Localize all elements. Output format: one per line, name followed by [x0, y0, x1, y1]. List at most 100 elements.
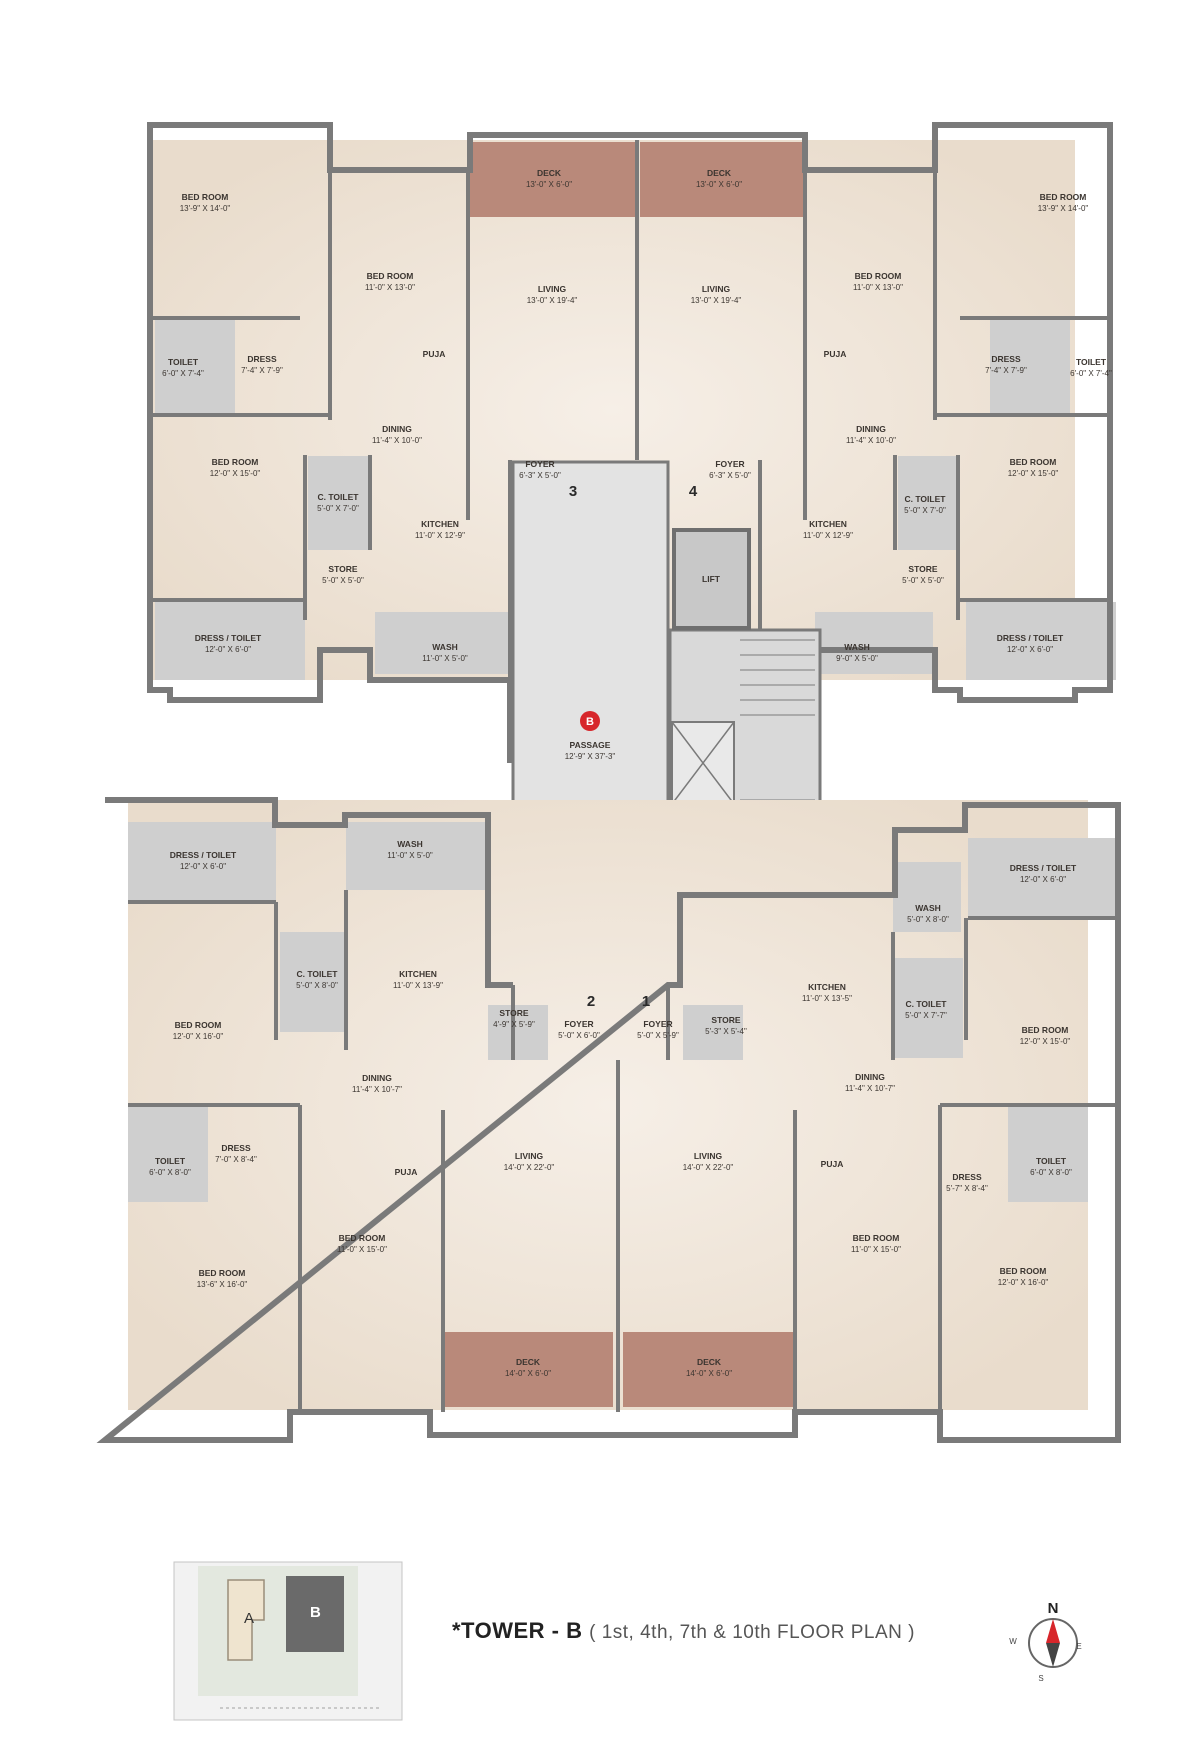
room-dim: 5'-0" X 5'-0" [322, 576, 364, 585]
room-name: KITCHEN [421, 519, 459, 529]
room-dim: 11'-0" X 13'-0" [853, 283, 903, 292]
room-dim: 9'-0" X 5'-0" [836, 654, 878, 663]
room-dim: 5'-0" X 5'-0" [902, 576, 944, 585]
room-dim: 12'-0" X 16'-0" [173, 1032, 224, 1041]
lift-top [672, 528, 751, 630]
room-name: WASH [432, 642, 458, 652]
room-dim: 13'-0" X 6'-0" [526, 180, 572, 189]
room-name: DINING [855, 1072, 885, 1082]
room-dim: 7'-4" X 7'-9" [241, 366, 283, 375]
room-dim: 11'-4" X 10'-0" [846, 436, 896, 445]
room-name: FOYER [715, 459, 744, 469]
lift-label-top: LIFT [702, 574, 721, 584]
compass-n: N [1048, 1600, 1059, 1617]
room-name: BED ROOM [1010, 457, 1057, 467]
room-dim: 14'-0" X 6'-0" [505, 1369, 551, 1378]
passage-dim: 12'-9" X 37'-3" [565, 752, 616, 761]
room-name: BED ROOM [853, 1233, 900, 1243]
room-dim: 6'-0" X 7'-4" [162, 369, 204, 378]
room-name: BED ROOM [339, 1233, 386, 1243]
room-dim: 12'-0" X 15'-0" [210, 469, 261, 478]
room-name: DINING [362, 1073, 392, 1083]
deck-bottom-left [443, 1332, 613, 1407]
room-dim: 6'-0" X 8'-0" [149, 1168, 191, 1177]
room-dim: 13'-0" X 19'-4" [527, 296, 578, 305]
room-name: BED ROOM [175, 1020, 222, 1030]
room-name: PUJA [423, 349, 446, 359]
unit-number-4: 4 [689, 483, 698, 500]
key-plan: A B [173, 1561, 403, 1721]
deck-top-left [470, 142, 635, 217]
key-plan-label-b: B [310, 1604, 321, 1621]
room-dim: 4'-9" X 5'-9" [493, 1020, 535, 1029]
unit-number-1: 1 [642, 993, 650, 1010]
room-dim: 12'-0" X 6'-0" [1020, 875, 1066, 884]
bottom-wing [96, 797, 1121, 1443]
key-plan-label-a: A [244, 1610, 254, 1627]
room-name: BED ROOM [1022, 1025, 1069, 1035]
room-dim: 11'-0" X 13'-5" [802, 994, 852, 1003]
unit-number-2: 2 [587, 993, 595, 1010]
room-name: DRESS / TOILET [195, 633, 262, 643]
room-dim: 6'-0" X 8'-0" [1030, 1168, 1072, 1177]
room-dim: 14'-0" X 22'-0" [504, 1163, 555, 1172]
room-name: DRESS / TOILET [997, 633, 1064, 643]
room-name: TOILET [1076, 357, 1107, 367]
room-dim: 12'-0" X 15'-0" [1020, 1037, 1071, 1046]
room-dim: 11'-0" X 13'-0" [365, 283, 415, 292]
room-name: TOILET [168, 357, 199, 367]
room-dim: 12'-0" X 6'-0" [1007, 645, 1053, 654]
room-dim: 12'-0" X 16'-0" [998, 1278, 1049, 1287]
room-name: WASH [915, 903, 941, 913]
room-name: DECK [516, 1357, 541, 1367]
room-name: DRESS [221, 1143, 251, 1153]
room-name: DECK [537, 168, 562, 178]
room-name: DINING [382, 424, 412, 434]
room-name: KITCHEN [399, 969, 437, 979]
room-dim: 11'-0" X 15'-0" [337, 1245, 387, 1254]
room-name: BED ROOM [182, 192, 229, 202]
room-dim: 13'-6" X 16'-0" [197, 1280, 248, 1289]
room-name: STORE [328, 564, 357, 574]
room-name: WASH [397, 839, 423, 849]
room-dim: 7'-4" X 7'-9" [985, 366, 1027, 375]
room-name: DRESS [952, 1172, 982, 1182]
room-name: C. TOILET [297, 969, 339, 979]
room-name: FOYER [564, 1019, 593, 1029]
room-dim: 5'-0" X 7'-7" [905, 1011, 947, 1020]
key-plan-tower-b [286, 1576, 344, 1652]
room-name: DECK [697, 1357, 722, 1367]
room-name: LIVING [515, 1151, 544, 1161]
room-dim: 13'-9" X 14'-0" [180, 204, 231, 213]
room-dim: 5'-7" X 8'-4" [946, 1184, 988, 1193]
room-dim: 5'-0" X 8'-0" [296, 981, 338, 990]
room-name: STORE [711, 1015, 740, 1025]
room-dim: 12'-0" X 6'-0" [180, 862, 226, 871]
room-dim: 12'-0" X 6'-0" [205, 645, 251, 654]
room-name: TOILET [155, 1156, 186, 1166]
room-name: WASH [844, 642, 870, 652]
room-name: C. TOILET [906, 999, 948, 1009]
room-name: PUJA [824, 349, 847, 359]
unit-numbers: 3 4 2 1 [569, 483, 698, 1010]
compass-e: E [1076, 1642, 1081, 1651]
room-dim: 5'-3" X 5'-4" [705, 1027, 747, 1036]
room-dim: 13'-0" X 19'-4" [691, 296, 742, 305]
room-dim: 11'-0" X 5'-0" [387, 851, 433, 860]
room-name: DRESS / TOILET [1010, 863, 1077, 873]
room-name: PUJA [821, 1159, 844, 1169]
room-name: TOILET [1036, 1156, 1067, 1166]
room-dim: 5'-0" X 6'-0" [558, 1031, 600, 1040]
room-name: PUJA [395, 1167, 418, 1177]
room-name: KITCHEN [808, 982, 846, 992]
room-name: C. TOILET [318, 492, 360, 502]
compass-s: S [1038, 1674, 1043, 1683]
room-dim: 11'-4" X 10'-0" [372, 436, 422, 445]
tower-title: *TOWER - B [452, 1618, 583, 1643]
room-name: BED ROOM [1000, 1266, 1047, 1276]
room-dim: 12'-0" X 15'-0" [1008, 469, 1059, 478]
core-marker [580, 711, 600, 731]
room-dim: 13'-0" X 6'-0" [696, 180, 742, 189]
compass-w: W [1009, 1637, 1017, 1646]
